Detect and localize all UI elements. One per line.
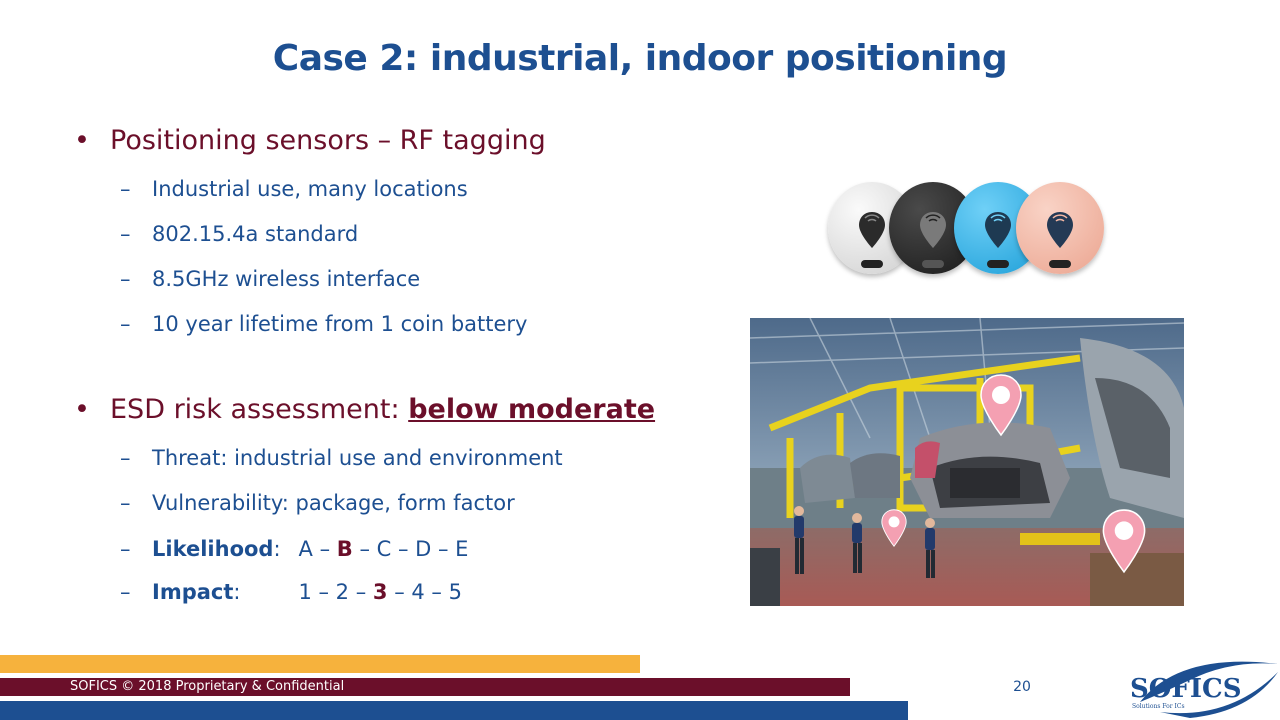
bullet-text: ESD risk assessment: below moderate [110,394,655,425]
impact-before: 1 – 2 – [298,580,373,604]
tag-slot [922,260,944,268]
likelihood-colon: : [273,537,281,561]
subitem-text: 8.5GHz wireless interface [152,267,421,291]
dash-marker: – [120,537,131,561]
location-pin-icon [859,212,885,248]
risk-level: below moderate [408,394,656,425]
location-pin-icon [985,212,1011,248]
likelihood-selected: B [336,537,353,561]
impact-text: Impact:1 – 2 – 3 – 4 – 5 [152,580,462,604]
tag-slot [1049,260,1071,268]
map-marker-icon [881,509,907,548]
factory-assembly-image [750,318,1184,606]
dash-marker: – [120,446,131,470]
subitem-text: Vulnerability: package, form factor [152,491,515,515]
impact-scale: 1 – 2 – 3 – 4 – 5 [240,580,462,604]
page-number: 20 [1013,679,1031,695]
likelihood-scale: A – B – C – D – E [281,537,469,561]
bullet-marker: • [74,125,90,156]
subitem-text: Threat: industrial use and environment [152,446,563,470]
esd-risk-prefix: ESD risk assessment: [110,394,409,425]
dash-marker: – [120,177,131,201]
logo-tagline: Solutions For ICs [1132,703,1185,710]
dash-marker: – [120,267,131,291]
impact-label: Impact [152,580,234,604]
slide-title: Case 2: industrial, indoor positioning [272,38,1008,79]
sofics-logo: SOFICS Solutions For ICs [1120,652,1280,720]
map-marker-icon [980,374,1022,437]
bullet-text: Positioning sensors – RF tagging [110,125,546,156]
footer-copyright: SOFICS © 2018 Proprietary & Confidential [70,679,345,694]
logo-wordmark: SOFICS [1130,674,1242,704]
dash-marker: – [120,580,131,604]
likelihood-text: Likelihood:A – B – C – D – E [152,537,469,561]
impact-after: – 4 – 5 [387,580,462,604]
subitem-text: 802.15.4a standard [152,222,359,246]
rf-tag-peach [1016,182,1104,274]
footer-bar-yellow [0,655,640,673]
location-pin-icon [920,212,946,248]
likelihood-before: A – [298,537,337,561]
tag-slot [987,260,1009,268]
likelihood-label: Likelihood [152,537,274,561]
dash-marker: – [120,222,131,246]
dash-marker: – [120,491,131,515]
map-marker-icon [1102,509,1146,574]
dash-marker: – [120,312,131,336]
subitem-text: 10 year lifetime from 1 coin battery [152,312,528,336]
tag-slot [861,260,883,268]
footer-bar-blue [0,701,908,720]
sofics-logo-graphic: SOFICS Solutions For ICs [1130,661,1278,718]
bullet-marker: • [74,394,90,425]
impact-colon: : [233,580,241,604]
subitem-text: Industrial use, many locations [152,177,468,201]
impact-selected: 3 [372,580,388,604]
footer-bar-red [0,678,850,696]
factory-scene [750,318,1184,606]
location-pin-icon [1047,212,1073,248]
rf-tags-image [826,180,1106,280]
likelihood-after: – C – D – E [352,537,469,561]
